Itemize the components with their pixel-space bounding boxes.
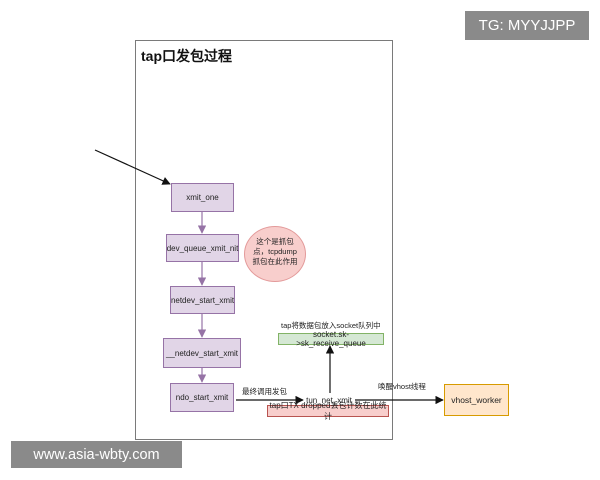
note-capture-point: 这个是抓包 点，tcpdump 抓包在此作用 bbox=[244, 226, 306, 282]
node-ndo-start-xmit: ndo_start_xmit bbox=[170, 383, 234, 412]
node-xmit-one: xmit_one bbox=[171, 183, 234, 212]
label-put-socket: tap将数据包放入socket队列中 bbox=[281, 321, 381, 330]
node-vhost-worker: vhost_worker bbox=[444, 384, 509, 416]
diagram-title: tap口发包过程 bbox=[141, 48, 232, 64]
node-netdev-start-xmit: netdev_start_xmit bbox=[170, 286, 235, 314]
tg-watermark: TG: MYYJJPP bbox=[465, 11, 589, 40]
node-socket-queue: socket.sk->sk_receive_queue bbox=[278, 330, 384, 348]
note-line-3: 抓包在此作用 bbox=[252, 257, 298, 266]
label-wake-vhost: 唤醒vhost线程 bbox=[378, 382, 426, 391]
node-tun-net-xmit: tun_net_xmit bbox=[306, 395, 352, 405]
site-watermark: www.asia-wbty.com bbox=[11, 441, 182, 468]
node-netdev-start-xmit-inner: __netdev_start_xmit bbox=[163, 338, 241, 368]
note-line-2: 点，tcpdump bbox=[253, 247, 297, 256]
node-tx-dropped: tap口TX dropped丢包计数在此统计 bbox=[267, 401, 389, 421]
note-line-1: 这个是抓包 bbox=[256, 237, 294, 246]
node-dev-queue-xmit-nit: dev_queue_xmit_nit bbox=[166, 234, 239, 262]
entry-arrow bbox=[94, 149, 171, 185]
label-final-call: 最终调用发包 bbox=[242, 387, 287, 396]
